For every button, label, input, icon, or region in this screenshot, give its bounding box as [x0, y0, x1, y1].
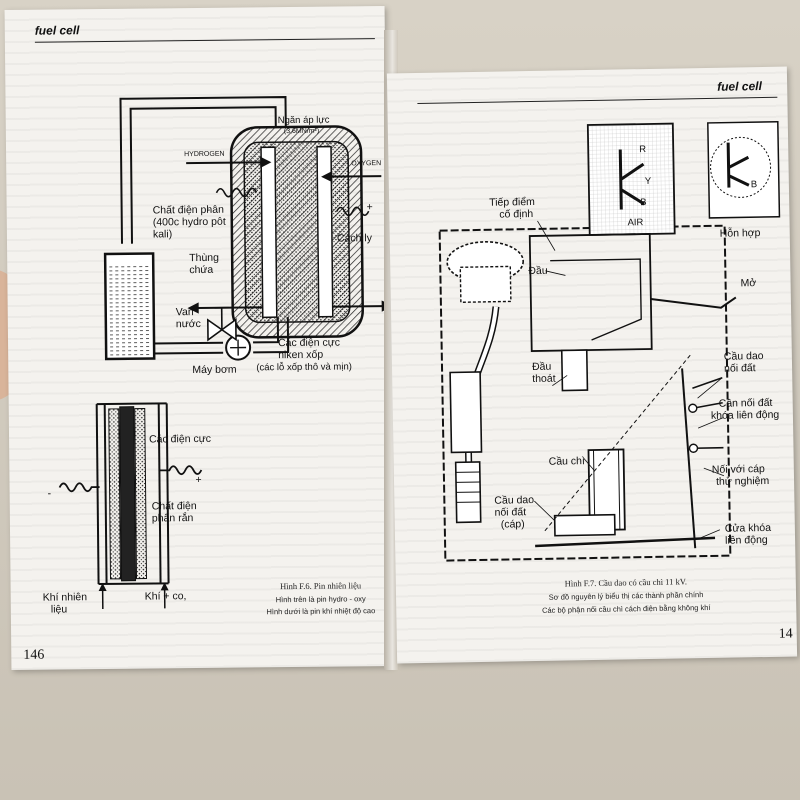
- label-phase-y: Y: [644, 175, 652, 188]
- label-cable-earth-3: (cáp): [500, 518, 525, 531]
- label-earth-knife-2: nối đất: [723, 362, 756, 375]
- label-valve-1: Van: [175, 306, 194, 319]
- label-bottom-minus: -: [47, 487, 52, 500]
- figure-caption-line2: Hình dưới là pin khí nhiệt độ cao: [266, 606, 376, 617]
- page-number: 146: [23, 647, 45, 663]
- label-fuse: Cầu chì: [548, 455, 585, 468]
- label-mixed: Hỗn hợp: [719, 227, 761, 240]
- switchgear-diagram: [438, 120, 781, 562]
- figure-caption-line1: Hình trên là pin hydro - oxy: [275, 594, 366, 605]
- label-air-gas: Khí + co,: [144, 590, 187, 603]
- label-solid-electrolyte-2: phân rắn: [151, 512, 194, 525]
- label-test-cable-2: thử nghiệm: [715, 474, 770, 488]
- figure-caption-title: Hình F.6. Pin nhiên liệu: [280, 580, 362, 592]
- label-fixed-contact-2: cố định: [499, 208, 534, 221]
- terminal-spring-left: [215, 187, 258, 198]
- label-separator: Cách ly: [336, 232, 373, 245]
- label-open: Mở: [740, 277, 757, 290]
- label-fuel-gas-2: liệu: [50, 603, 68, 616]
- left-page: fuel cell: [4, 6, 392, 670]
- label-inset-b: B: [750, 179, 758, 191]
- label-cable-earth-1: Cầu dao: [494, 494, 535, 507]
- page-number: 14: [778, 626, 793, 642]
- cell-electrolyte: [243, 140, 351, 324]
- label-air: AIR: [627, 217, 644, 229]
- label-interlock-door-1: Cửa khóa: [724, 521, 772, 535]
- label-fuel-gas-1: Khí nhiên: [42, 591, 88, 604]
- label-test-cable-1: Nối với cáp: [711, 463, 765, 476]
- label-pressure-value: (3,6MN/m²): [283, 127, 320, 136]
- label-phase-b: B: [640, 197, 647, 209]
- upper-chamber: [528, 233, 653, 352]
- label-valve-2: nước: [175, 317, 201, 331]
- earth-bar: [535, 536, 716, 548]
- inset-box: [707, 120, 781, 219]
- valve-symbol: [206, 306, 237, 342]
- solid-electrolyte-cell: [58, 402, 203, 610]
- cell-electrode-left: [260, 146, 278, 319]
- label-oxygen: OXYGEN: [351, 160, 382, 168]
- leader-lines: [534, 220, 725, 539]
- label-interlock-door-2: liên động: [724, 533, 768, 547]
- label-earth-lever-1: Cần nối đất: [718, 396, 773, 410]
- label-bottom-electrodes: Các điện cực: [148, 432, 212, 446]
- label-electrolyte-3: kali): [152, 228, 173, 241]
- cable-termination: [449, 371, 483, 454]
- label-tank-1: Thùng: [189, 251, 220, 265]
- label-outlet-2: thoát: [532, 372, 556, 386]
- label-electrodes-2: niken xốp: [278, 348, 324, 362]
- label-earth-knife-1: Cầu dao: [723, 350, 764, 363]
- label-cable-earth-2: nối đất: [494, 506, 527, 519]
- cell-electrode-right: [316, 145, 334, 318]
- label-solid-electrolyte-1: Chất điện: [151, 500, 197, 513]
- label-electrolyte-1: Chất điện phân: [152, 203, 224, 217]
- fuel-cell-diagram: [58, 96, 392, 610]
- label-phase-r: R: [639, 144, 647, 156]
- label-bottom-plus: +: [195, 473, 202, 487]
- tank-water: [109, 263, 151, 356]
- label-outlet-1: Đầu: [531, 360, 552, 374]
- right-page: fuel cell: [386, 66, 798, 664]
- label-tank-2: chứa: [189, 263, 214, 277]
- terminal-spring-right: [335, 206, 370, 217]
- label-hydrogen: HYDROGEN: [184, 150, 225, 159]
- label-head: Đầu: [528, 264, 548, 278]
- label-fixed-contact-1: Tiếp điểm: [489, 195, 535, 209]
- label-electrodes-3: (các lỗ xốp thô và mịn): [256, 361, 352, 374]
- label-polarity-plus: +: [366, 201, 373, 214]
- label-electrodes-1: Các điện cực: [277, 336, 341, 350]
- label-electrolyte-2: (400c hydro pôt: [152, 215, 226, 229]
- label-earth-lever-2: khóa liên động: [710, 408, 780, 422]
- label-pump: Máy bơm: [192, 363, 237, 377]
- label-pressure-vessel: Ngăn áp lực: [277, 114, 330, 127]
- outlet-block: [560, 349, 589, 392]
